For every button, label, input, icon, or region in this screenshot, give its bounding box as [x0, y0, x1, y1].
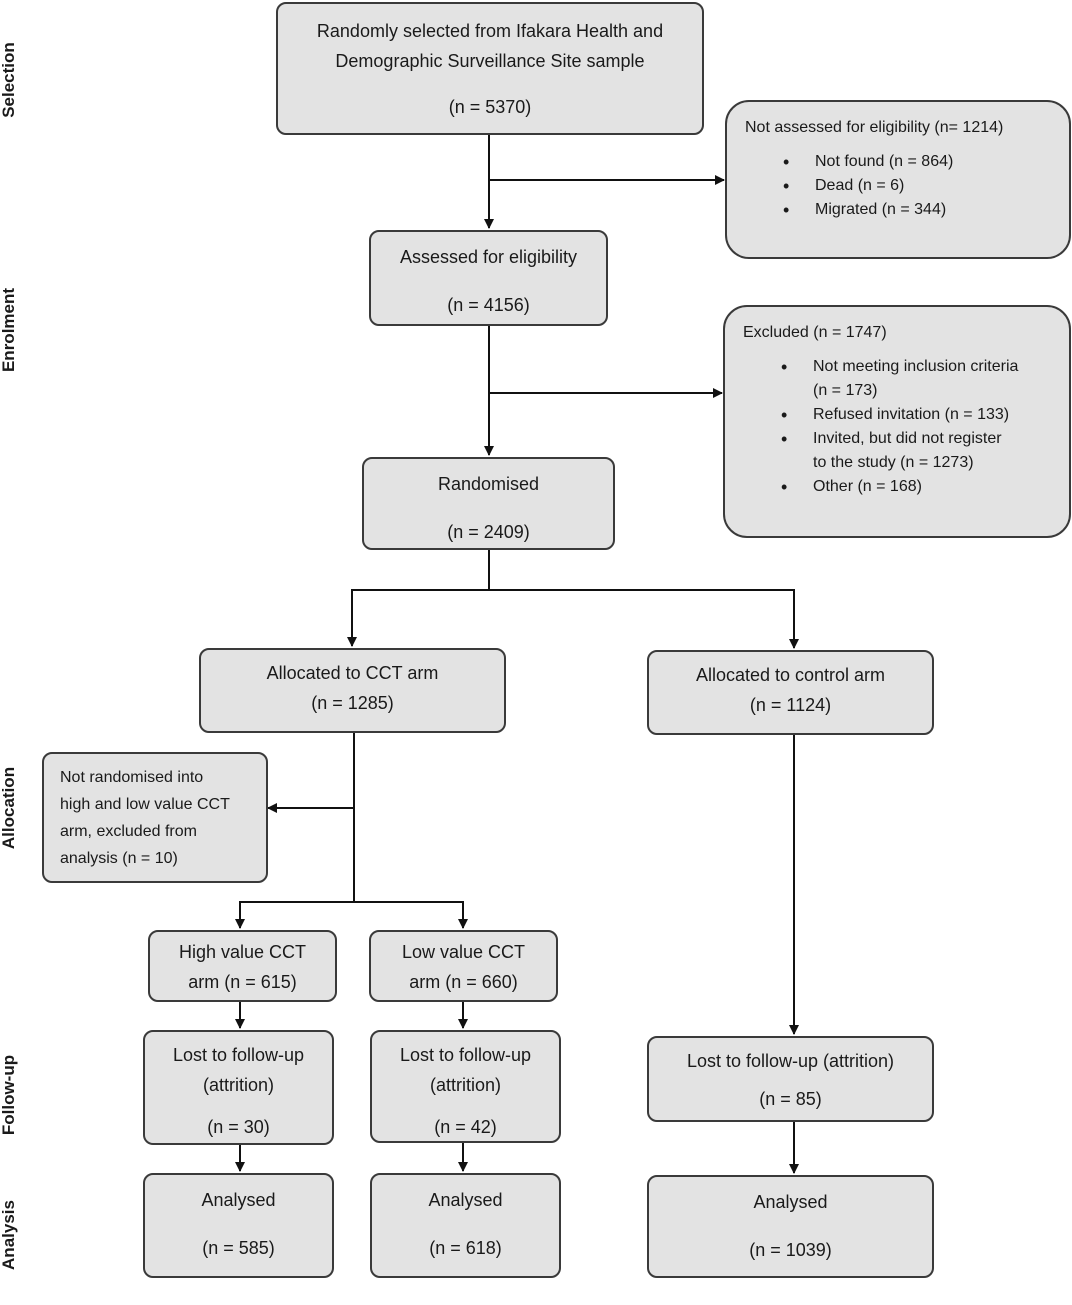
lost-low-line2: (attrition) — [429, 1075, 501, 1095]
lost-control-count: (n = 85) — [759, 1089, 822, 1109]
lost-control-title: Lost to follow-up (attrition) — [686, 1051, 895, 1071]
analysed-control-box: Analysed (n = 1039) — [647, 1175, 934, 1278]
lost-high-count: (n = 30) — [207, 1117, 270, 1137]
not-assessed-title: Not assessed for eligibility (n= 1214) — [745, 119, 1004, 136]
arrow-to-high-cct — [235, 901, 354, 929]
not-assessed-item: Dead (n = 6) — [745, 174, 1051, 198]
selected-line2: Demographic Surveillance Site sample — [335, 51, 645, 71]
control-arm-box: Allocated to control arm (n = 1124) — [647, 650, 934, 735]
excluded-title: Excluded (n = 1747) — [743, 324, 887, 341]
analysed-high-box: Analysed (n = 585) — [143, 1173, 334, 1278]
control-arm-title: Allocated to control arm — [695, 665, 886, 685]
analysed-low-box: Analysed (n = 618) — [370, 1173, 561, 1278]
selected-count: (n = 5370) — [448, 97, 532, 117]
cct-arm-title: Allocated to CCT arm — [266, 663, 439, 683]
not-assessed-item: Not found (n = 864) — [745, 150, 1051, 174]
selected-sample-box: Randomly selected from Ifakara Health an… — [276, 2, 704, 135]
low-cct-box: Low value CCT arm (n = 660) — [369, 930, 558, 1002]
low-cct-line2: arm (n = 660) — [409, 972, 518, 992]
lost-low-box: Lost to follow-up (attrition) (n = 42) — [370, 1030, 561, 1143]
lost-low-line1: Lost to follow-up — [399, 1045, 532, 1065]
cct-arm-count: (n = 1285) — [311, 693, 394, 713]
analysed-low-count: (n = 618) — [429, 1238, 502, 1258]
not-randomised-line: high and low value CCT — [60, 796, 230, 813]
not-randomised-box: Not randomised into high and low value C… — [42, 752, 268, 883]
not-randomised-line: Not randomised into — [60, 769, 204, 786]
high-cct-line1: High value CCT — [178, 942, 307, 962]
arrow-to-low-cct — [354, 901, 468, 929]
excluded-item-cont: (n = 173) — [813, 382, 878, 399]
excluded-item: Invited, but did not register — [743, 427, 1051, 451]
excluded-item: Refused invitation (n = 133) — [743, 403, 1051, 427]
analysed-high-count: (n = 585) — [202, 1238, 275, 1258]
assessed-box: Assessed for eligibility (n = 4156) — [369, 230, 608, 326]
analysed-low-title: Analysed — [428, 1190, 503, 1210]
not-randomised-line: analysis (n = 10) — [60, 850, 178, 867]
lost-high-box: Lost to follow-up (attrition) (n = 30) — [143, 1030, 334, 1145]
excluded-item: Not meeting inclusion criteria — [743, 355, 1051, 379]
selected-line1: Randomly selected from Ifakara Health an… — [316, 21, 664, 41]
assessed-title: Assessed for eligibility — [399, 247, 578, 267]
randomised-box: Randomised (n = 2409) — [362, 457, 615, 550]
excluded-item-cont: to the study (n = 1273) — [813, 454, 974, 471]
lost-high-line2: (attrition) — [202, 1075, 274, 1095]
randomised-title: Randomised — [437, 474, 540, 494]
arrow-to-control-arm — [489, 589, 799, 649]
analysed-control-title: Analysed — [753, 1192, 828, 1212]
analysed-control-count: (n = 1039) — [749, 1240, 832, 1260]
lost-control-box: Lost to follow-up (attrition) (n = 85) — [647, 1036, 934, 1122]
high-cct-line2: arm (n = 615) — [188, 972, 297, 992]
low-cct-line1: Low value CCT — [401, 942, 526, 962]
randomised-count: (n = 2409) — [447, 522, 530, 542]
arrow-to-cct-arm — [347, 550, 490, 647]
high-cct-box: High value CCT arm (n = 615) — [148, 930, 337, 1002]
not-randomised-line: arm, excluded from — [60, 823, 197, 840]
assessed-count: (n = 4156) — [447, 295, 530, 315]
excluded-item: Other (n = 168) — [743, 475, 1051, 499]
lost-low-count: (n = 42) — [434, 1117, 497, 1137]
excluded-box: Excluded (n = 1747) Not meeting inclusio… — [723, 305, 1071, 538]
analysed-high-title: Analysed — [201, 1190, 276, 1210]
cct-arm-box: Allocated to CCT arm (n = 1285) — [199, 648, 506, 733]
control-arm-count: (n = 1124) — [749, 695, 832, 715]
not-assessed-box: Not assessed for eligibility (n= 1214) N… — [725, 100, 1071, 259]
not-assessed-item: Migrated (n = 344) — [745, 198, 1051, 222]
lost-high-line1: Lost to follow-up — [172, 1045, 305, 1065]
